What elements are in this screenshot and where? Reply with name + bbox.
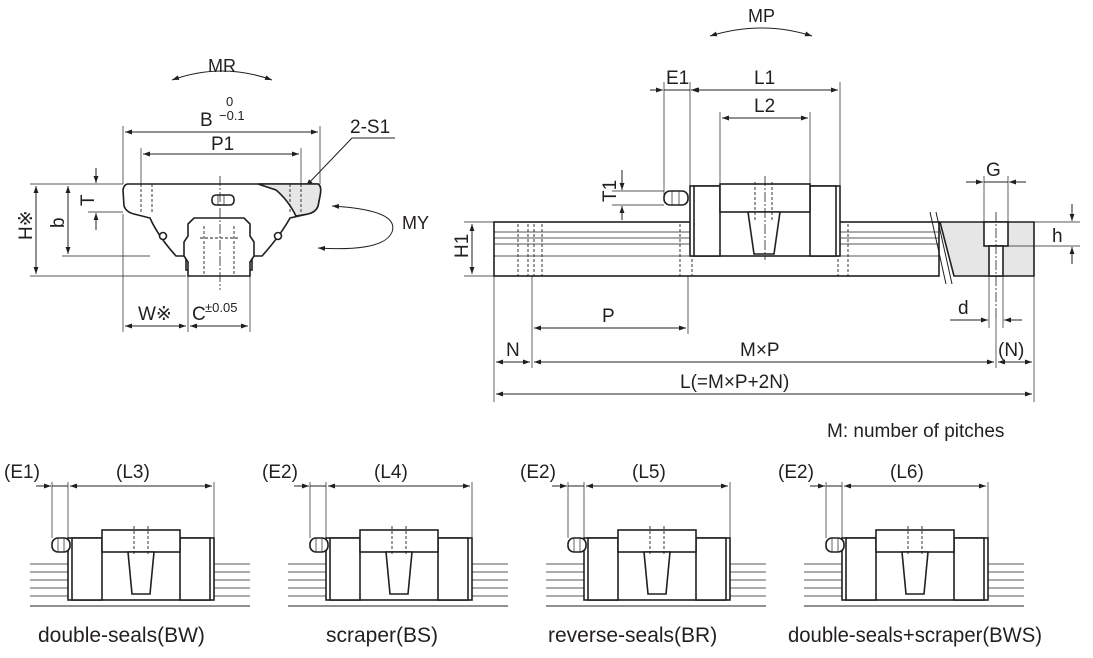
- label-l: L(=M×P+2N): [680, 372, 789, 393]
- label-c-tol: ±0.05: [205, 300, 237, 315]
- note-pitches: M: number of pitches: [827, 421, 1004, 442]
- rail-profile-end: [183, 217, 255, 277]
- label-p1: P1: [211, 134, 234, 155]
- moment-yaw-arrow: [317, 203, 394, 251]
- moment-pitch-arrow: [709, 27, 813, 37]
- label-b-tol-lower: −0.1: [219, 108, 245, 123]
- variant-3-e-label: (E2): [520, 462, 556, 483]
- variant-3-caption: reverse-seals(BR): [548, 624, 717, 647]
- label-b-tol-upper: 0: [226, 94, 233, 109]
- variant-panels: (E1) (L3) double-seals(BW) (E2) (L4) scr…: [4, 462, 1042, 647]
- variant-4-e-label: (E2): [778, 462, 814, 483]
- label-h: H※: [16, 210, 37, 240]
- label-l1: L1: [754, 68, 775, 89]
- label-e1: E1: [666, 68, 689, 89]
- label-p: P: [602, 306, 615, 327]
- label-n: N: [506, 340, 520, 361]
- variant-drawing: [30, 482, 250, 607]
- variant-4-caption: double-seals+scraper(BWS): [788, 624, 1042, 647]
- label-my: MY: [402, 213, 429, 233]
- label-h-small: h: [1052, 226, 1063, 247]
- grease-nipple-side: [663, 190, 689, 206]
- label-c: C: [192, 304, 206, 325]
- label-s1: 2-S1: [350, 117, 390, 138]
- variant-3-l-label: (L5): [632, 462, 666, 483]
- label-h1: H1: [452, 234, 473, 258]
- label-b-height: b: [48, 217, 69, 228]
- label-t: T: [78, 194, 99, 206]
- variant-1-e-label: (E1): [4, 462, 40, 483]
- variant-2-e-label: (E2): [262, 462, 298, 483]
- label-mr: MR: [208, 56, 236, 76]
- variant-1-l-label: (L3): [116, 462, 150, 483]
- label-d: d: [958, 298, 969, 319]
- label-l2: L2: [754, 96, 775, 117]
- label-w: W※: [138, 304, 172, 325]
- label-g: G: [986, 160, 1001, 181]
- variant-1-caption: double-seals(BW): [38, 624, 205, 647]
- label-n-right: (N): [998, 340, 1024, 361]
- moment-roll-arrow: [171, 70, 273, 81]
- variant-4-l-label: (L6): [890, 462, 924, 483]
- label-mp: MP: [748, 6, 775, 26]
- label-mxp: M×P: [740, 340, 780, 361]
- seal-section: [257, 183, 322, 217]
- variant-2-caption: scraper(BS): [326, 624, 438, 647]
- label-t1: T1: [600, 180, 621, 202]
- grease-nipple-end: [211, 194, 235, 206]
- side-view: MP: [452, 6, 1080, 442]
- end-view: MR B 0 −0.1 P1 2-S1: [16, 56, 429, 332]
- variant-2-l-label: (L4): [374, 462, 408, 483]
- label-b: B: [200, 110, 213, 131]
